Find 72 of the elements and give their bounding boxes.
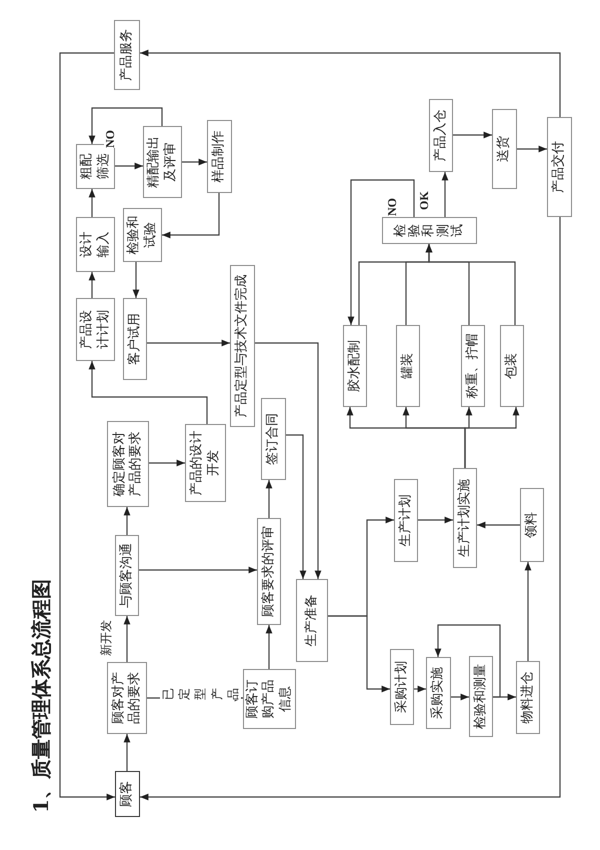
arrow xyxy=(418,516,453,524)
process-box: 采购实施 xyxy=(426,657,451,729)
arrow xyxy=(140,50,561,117)
edge-label: NO xyxy=(386,198,400,216)
process-box: 物料进仓 xyxy=(516,661,540,734)
process-box: 采购计划 xyxy=(390,649,414,725)
process-box: 与顾客沟通 xyxy=(115,535,139,616)
process-box: 顾客对产品的要求 xyxy=(107,662,147,734)
process-box: 送货 xyxy=(492,109,517,189)
arrow xyxy=(59,52,115,800)
process-box: 签订合同 xyxy=(261,398,286,480)
process-box: 生产计划实施 xyxy=(453,468,477,568)
arrow xyxy=(140,217,561,800)
arrow xyxy=(88,189,96,217)
arrow xyxy=(328,615,390,692)
edge-label: 已定型产品 xyxy=(160,688,241,700)
diagram-title: 1、质量管理体系总流程图 xyxy=(28,579,54,813)
process-box: 胶水配制 xyxy=(343,325,367,407)
arrow xyxy=(426,244,516,325)
arrow xyxy=(348,179,415,325)
process-box: 包装 xyxy=(500,325,524,407)
process-box: 生产计划 xyxy=(394,479,418,562)
edge-label: OK xyxy=(418,191,432,210)
arrow xyxy=(139,566,257,574)
process-box: 领料 xyxy=(520,488,544,562)
process-box: 顾客 xyxy=(115,771,140,817)
arrow xyxy=(524,562,532,661)
process-box: 客户试用 xyxy=(123,298,147,380)
arrow xyxy=(517,146,547,152)
process-box: 产品的设计开发 xyxy=(185,424,226,502)
process-box: 产品入仓 xyxy=(429,99,453,172)
process-box: 设计输入 xyxy=(76,217,115,272)
process-box: 产品服务 xyxy=(114,20,140,90)
arrow xyxy=(88,272,96,298)
process-box: 顾客订购产品信息 xyxy=(243,669,296,729)
arrow xyxy=(477,522,520,528)
process-box: 精配输出及评审 xyxy=(143,126,182,198)
process-box: 产品交付 xyxy=(547,117,572,217)
arrow xyxy=(286,434,306,579)
process-box: 检验和测量 xyxy=(469,656,493,737)
arrow xyxy=(124,616,130,662)
arrow xyxy=(266,625,272,669)
edge-label: 新开发 xyxy=(100,620,114,656)
process-box: 检验和测试 xyxy=(382,217,477,244)
arrow xyxy=(442,172,448,217)
arrow xyxy=(414,686,426,692)
arrow xyxy=(124,507,130,535)
edge-label: NO xyxy=(104,130,118,148)
arrow xyxy=(434,624,501,698)
process-box: 产品设计计划 xyxy=(76,298,115,361)
process-box: 罐装 xyxy=(396,325,420,407)
arrow xyxy=(147,340,230,346)
arrow xyxy=(266,480,272,518)
arrow xyxy=(149,460,185,466)
process-box: 确定顾客对产品的要求 xyxy=(107,421,149,507)
arrow xyxy=(88,107,163,144)
arrow xyxy=(124,734,130,771)
process-box: 称重、拧帽 xyxy=(461,325,485,407)
process-box: 生产准备 xyxy=(296,579,328,662)
process-box: 产品定型与技术文件完成 xyxy=(230,265,255,427)
arrow xyxy=(115,162,143,170)
arrow xyxy=(132,262,140,298)
arrow xyxy=(88,361,208,424)
arrow xyxy=(182,158,207,166)
process-box: 检验和试验 xyxy=(123,208,162,262)
process-box: 顾客要求的评审 xyxy=(257,518,281,625)
arrow xyxy=(464,407,520,468)
arrow xyxy=(255,342,322,579)
process-box: 样品制作 xyxy=(207,120,232,193)
arrow xyxy=(451,694,469,700)
arrow xyxy=(162,193,220,238)
arrow xyxy=(453,132,492,138)
